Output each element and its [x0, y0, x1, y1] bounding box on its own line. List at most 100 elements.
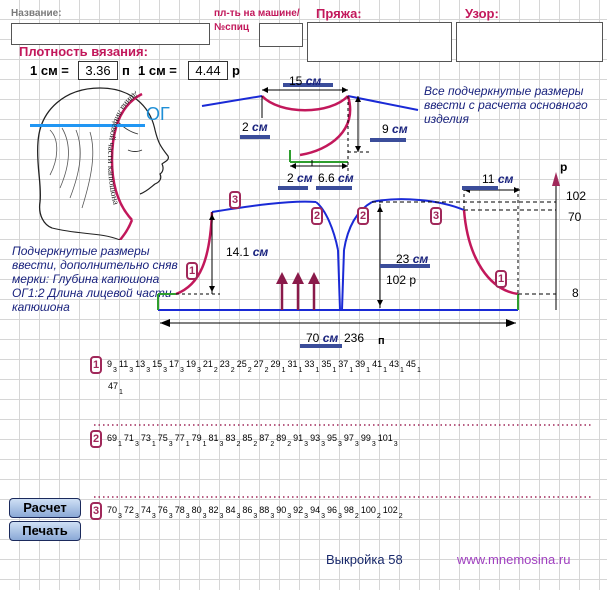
row-step-decrease: 2 — [376, 513, 381, 520]
row-step-decrease: 2 — [236, 441, 241, 448]
pattern-title: Выкройка 58 — [326, 552, 403, 567]
row-step-decrease: 3 — [371, 441, 376, 448]
row-step: 713 — [124, 432, 139, 451]
row-step: 913 — [293, 432, 308, 451]
row-step-count: 90 — [276, 505, 287, 515]
needle-input[interactable] — [259, 23, 303, 47]
row-step-decrease: 1 — [118, 441, 122, 448]
row-step-decrease: 3 — [338, 513, 342, 520]
row-step-decrease: 3 — [146, 367, 151, 374]
shape-marker-1-right: 1 — [495, 270, 507, 288]
row-step: 933 — [310, 432, 325, 451]
row-step-count: 9 — [107, 359, 113, 369]
row-step-count: 75 — [157, 433, 168, 443]
row-step-decrease: 1 — [315, 367, 320, 374]
row-step-decrease: 1 — [298, 367, 303, 374]
name-input[interactable] — [11, 23, 210, 45]
stitches-density-input[interactable]: 3.36 — [78, 61, 118, 80]
row-step: 852 — [242, 432, 257, 451]
main-center-width-label: 23 см — [396, 252, 429, 266]
row-step: 212 — [203, 358, 218, 377]
row-step-count: 19 — [185, 359, 196, 369]
row-step-decrease: 1 — [185, 441, 190, 448]
row-step-decrease: 1 — [383, 367, 387, 374]
row-step-decrease: 3 — [180, 367, 184, 374]
top-bottom-right-label: 6.6 см — [318, 171, 354, 185]
row-step-decrease: 1 — [151, 441, 156, 448]
row-step-decrease: 3 — [202, 513, 207, 520]
row-step: 982 — [344, 504, 359, 523]
row-step-decrease: 2 — [213, 367, 218, 374]
main-bottom-stitches-label: 236 — [344, 331, 365, 345]
main-bottom-stitches-unit: п — [378, 335, 385, 347]
row-step: 232 — [220, 358, 235, 377]
row-step-decrease: 3 — [185, 513, 190, 520]
machine-label: пл-ть на машине/ — [214, 8, 300, 19]
row-step-decrease: 3 — [219, 441, 224, 448]
row-step-decrease: 3 — [168, 441, 173, 448]
row-step-decrease: 1 — [202, 441, 207, 448]
row-step: 731 — [141, 432, 156, 451]
row-step-count: 31 — [287, 359, 298, 369]
top-right-drop-label: 9 см — [382, 122, 408, 136]
row-step-count: 86 — [242, 505, 253, 515]
row-step-decrease: 2 — [264, 367, 269, 374]
scale-102-label: 102 — [566, 189, 587, 203]
row-step: 371 — [338, 358, 353, 377]
row-step-count: 78 — [174, 505, 185, 515]
site-link[interactable]: www.mnemosina.ru — [457, 552, 571, 567]
row-step-decrease: 3 — [393, 441, 398, 448]
row-step-decrease: 3 — [134, 513, 139, 520]
row-step-count: 85 — [242, 433, 253, 443]
svg-text:длина лицевой части капюшона: длина лицевой части капюшона — [106, 90, 140, 206]
left-note: Подчеркнутые размеры ввести, дополнитель… — [12, 244, 178, 314]
head-diagram: длина лицевой части капюшона — [30, 87, 169, 240]
row-step-decrease: 3 — [321, 513, 325, 520]
top-width-label: 15 см — [289, 74, 322, 88]
yarn-input[interactable] — [307, 22, 452, 62]
row-step: 993 — [361, 432, 376, 451]
row-step-count: 35 — [321, 359, 332, 369]
scale-70-label: 70 — [568, 210, 582, 224]
row-step: 872 — [259, 432, 274, 451]
main-top-width-label: 11 см — [482, 172, 514, 186]
row-step: 252 — [237, 358, 252, 377]
row-step-count: 87 — [259, 433, 270, 443]
row-step-count: 13 — [135, 359, 146, 369]
row-step-count: 77 — [174, 433, 185, 443]
row-step-count: 91 — [293, 433, 304, 443]
row-step-decrease: 3 — [304, 441, 309, 448]
stitches-unit: п — [122, 63, 130, 78]
row-step: 193 — [186, 358, 201, 377]
row-step-decrease: 2 — [270, 441, 275, 448]
row-3-numbers: 7037237437637838038238438638839039239439… — [107, 504, 405, 523]
row-step-decrease: 1 — [366, 367, 371, 374]
row-step: 763 — [158, 504, 173, 523]
scale-8-label: 8 — [572, 286, 579, 300]
name-label: Название: — [11, 8, 62, 19]
row-step-count: 101 — [377, 433, 393, 443]
row-step: 791 — [192, 432, 207, 451]
row-step-count: 84 — [225, 505, 236, 515]
print-button[interactable]: Печать — [9, 521, 81, 541]
row-step-decrease: 3 — [134, 441, 139, 448]
row-step-count: 100 — [360, 505, 376, 515]
row-step-decrease: 1 — [119, 389, 123, 396]
row-step-decrease: 3 — [304, 513, 309, 520]
rows-density-input[interactable]: 4.44 — [188, 61, 228, 80]
row-3-marker: 3 — [90, 502, 102, 520]
row-step-count: 80 — [191, 505, 202, 515]
pattern-input[interactable] — [456, 22, 603, 62]
row-step-decrease: 3 — [236, 513, 241, 520]
row-step: 813 — [209, 432, 224, 451]
calculate-button[interactable]: Расчет — [9, 498, 81, 518]
row-step-count: 74 — [140, 505, 151, 515]
row-1-marker: 1 — [90, 356, 102, 374]
row-step-decrease: 1 — [332, 367, 337, 374]
row-step: 973 — [344, 432, 359, 451]
row-step-count: 43 — [389, 359, 400, 369]
top-right-note: Все подчеркнутые размеры ввести с расчет… — [424, 84, 588, 126]
row-step-decrease: 3 — [129, 367, 134, 374]
row-step: 883 — [259, 504, 274, 523]
row-step-count: 89 — [276, 433, 287, 443]
